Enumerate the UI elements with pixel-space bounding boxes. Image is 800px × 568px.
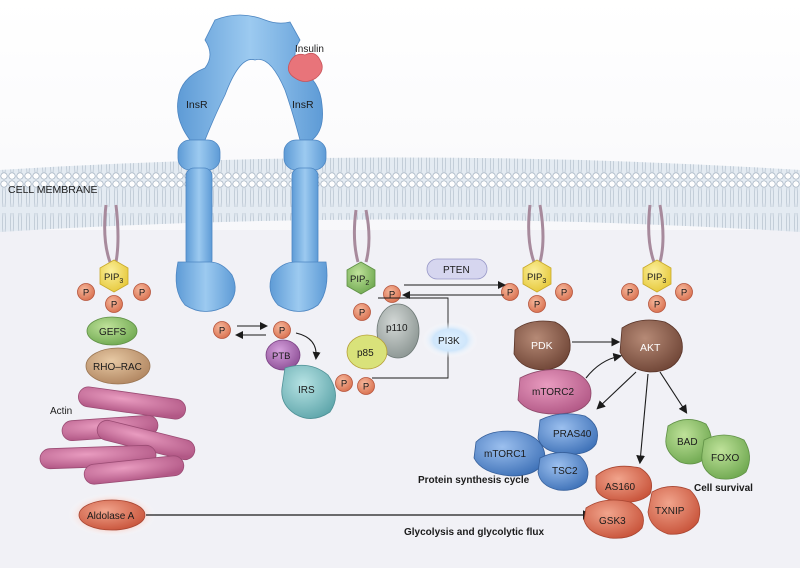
rho-rac <box>85 347 151 385</box>
pi3k <box>422 322 478 358</box>
pip3-right <box>642 204 672 293</box>
as160-label: AS160 <box>605 482 635 493</box>
p85-label: p85 <box>357 348 374 359</box>
glycolysis-label: Glycolysis and glycolytic flux <box>404 527 544 538</box>
gefs-label: GEFS <box>99 327 127 338</box>
pdk-label: PDK <box>531 340 553 352</box>
receptor-to-irs-arrow <box>295 332 321 360</box>
foxo <box>701 434 750 480</box>
phosphate-11: P <box>528 295 546 313</box>
pras40 <box>537 413 598 455</box>
phosphate-label: P <box>363 382 369 393</box>
actin-label: Actin <box>50 406 72 417</box>
phosphate-1: P <box>77 283 95 301</box>
pten <box>426 258 488 280</box>
actin-filaments <box>39 386 196 485</box>
insr-left-label: InsR <box>186 99 208 111</box>
mtorc2-label: mTORC2 <box>532 387 574 398</box>
gefs <box>86 316 138 346</box>
pten-label: PTEN <box>443 265 470 276</box>
phosphate-group: P P P P P P P P P P P P P P P <box>77 283 693 395</box>
ptb <box>265 339 301 371</box>
insr-right-label: InsR <box>292 99 314 111</box>
aldolase-a <box>68 493 156 537</box>
phosphate-8: P <box>335 374 353 392</box>
phosphate-12: P <box>555 283 573 301</box>
mtorc1-label: mTORC1 <box>484 449 526 460</box>
phosphate-14: P <box>648 295 666 313</box>
protein-synthesis-label: Protein synthesis cycle <box>418 475 530 486</box>
akt-to-as160-arrow <box>636 373 649 465</box>
insulin-label: Insulin <box>295 44 324 55</box>
tsc2-label: TSC2 <box>552 466 578 477</box>
cell-membrane-label: CELL MEMBRANE <box>8 184 97 196</box>
phosphate-6: P <box>353 303 371 321</box>
akt-to-bad-arrow <box>659 371 688 414</box>
phosphate-label: P <box>83 288 89 299</box>
irs-label: IRS <box>298 385 315 396</box>
phosphate-label: P <box>681 288 687 299</box>
phosphate-label: P <box>279 326 285 337</box>
phosphate-label: P <box>534 300 540 311</box>
pip3-left <box>99 204 129 293</box>
bad-label: BAD <box>677 437 698 448</box>
phosphate-10: P <box>501 283 519 301</box>
phosphate-4: P <box>213 321 231 339</box>
akt-label: AKT <box>640 342 661 354</box>
phosphate-label: P <box>111 300 117 311</box>
phosphate-label: P <box>219 326 225 337</box>
phosphate-3: P <box>133 283 151 301</box>
pip3-left-label: PIP3 <box>104 272 123 285</box>
p110 <box>376 303 420 359</box>
akt-to-pras40-arrow <box>596 371 637 410</box>
pi3k-label: PI3K <box>438 336 460 347</box>
aldolase-label: Aldolase A <box>87 511 135 522</box>
gsk3 <box>583 499 644 539</box>
pip3-middle-label: PIP3 <box>527 272 546 285</box>
p85 <box>346 334 388 370</box>
gsk3-label: GSK3 <box>599 516 626 527</box>
phosphate-7: P <box>383 285 401 303</box>
phosphate-label: P <box>389 290 395 301</box>
p110-label: p110 <box>386 323 408 334</box>
phosphate-label: P <box>507 288 513 299</box>
tsc2 <box>537 452 589 491</box>
phosphate-label: P <box>139 288 145 299</box>
phosphate-9: P <box>357 377 375 395</box>
as160 <box>595 465 653 503</box>
phosphate-label: P <box>561 288 567 299</box>
insulin <box>287 52 323 82</box>
phosphate-label: P <box>627 288 633 299</box>
rho-rac-label: RHO–RAC <box>93 362 142 373</box>
foxo-label: FOXO <box>711 453 740 464</box>
cell-survival-label: Cell survival <box>694 483 753 494</box>
phosphate-5: P <box>273 321 291 339</box>
txnip <box>647 486 701 535</box>
irs <box>281 364 336 419</box>
mtorc2-to-akt-arrow <box>585 352 623 379</box>
txnip-label: TXNIP <box>655 506 685 517</box>
phosphate-2: P <box>105 295 123 313</box>
insulin-receptor <box>175 14 328 312</box>
pip2 <box>346 209 376 295</box>
pdk <box>513 320 571 371</box>
pip2-label: PIP2 <box>350 274 369 287</box>
phosphate-label: P <box>341 379 347 390</box>
phosphate-label: P <box>654 300 660 311</box>
pras40-label: PRAS40 <box>553 429 592 440</box>
pip3-middle <box>522 204 552 293</box>
ptb-label: PTB <box>272 351 290 362</box>
akt <box>619 319 683 373</box>
phosphate-15: P <box>675 283 693 301</box>
phosphate-13: P <box>621 283 639 301</box>
mtorc2 <box>517 369 592 415</box>
pip3-right-label: PIP3 <box>647 272 666 285</box>
phosphate-label: P <box>359 308 365 319</box>
